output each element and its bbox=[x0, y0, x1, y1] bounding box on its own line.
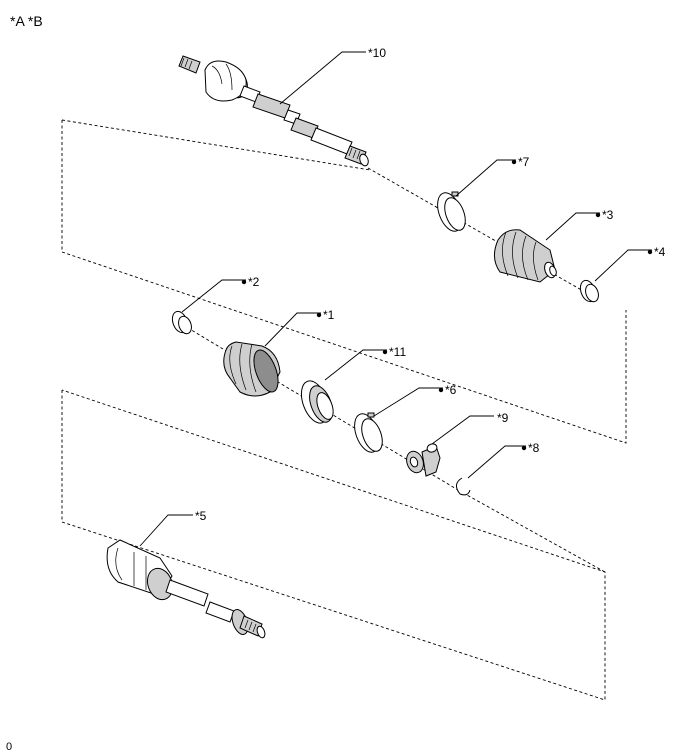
part-4-boot-clamp-small bbox=[579, 279, 599, 303]
label-p6: *6 bbox=[445, 383, 457, 397]
bullet-marker-p8 bbox=[521, 445, 527, 451]
part-2-boot-clamp bbox=[171, 310, 192, 335]
leader-p4 bbox=[594, 249, 652, 282]
leader-p2 bbox=[181, 279, 246, 313]
footer-code: 0 bbox=[6, 741, 12, 753]
label-p1: *1 bbox=[323, 308, 335, 322]
label-p7: *7 bbox=[518, 155, 530, 169]
part-7-boot-clamp bbox=[437, 191, 466, 232]
part-1-inboard-boot bbox=[223, 341, 281, 397]
leader-p5 bbox=[139, 514, 193, 547]
part-8-snap-ring bbox=[456, 477, 471, 496]
leader-p11 bbox=[324, 349, 387, 381]
header-title: *A *B bbox=[10, 13, 43, 29]
label-p5: *5 bbox=[195, 509, 207, 523]
label-p4: *4 bbox=[654, 245, 666, 259]
part-3-outboard-boot bbox=[494, 229, 557, 283]
dashed-boundary-upper bbox=[61, 119, 627, 444]
leader-p6 bbox=[373, 387, 443, 417]
bullet-marker-p11 bbox=[382, 349, 388, 355]
leader-p3 bbox=[545, 212, 600, 241]
bullet-marker-p2 bbox=[241, 279, 247, 285]
part-9-tripod-joint bbox=[406, 443, 441, 477]
part-10-drive-shaft bbox=[178, 55, 369, 167]
part-11-boot-adapter bbox=[300, 380, 334, 424]
label-p9: *9 bbox=[497, 411, 509, 425]
bullet-marker-p3 bbox=[595, 212, 601, 218]
label-p11: *11 bbox=[389, 345, 406, 359]
leader-p9 bbox=[431, 415, 494, 445]
leader-p10 bbox=[279, 51, 366, 105]
leader-p1 bbox=[264, 312, 321, 347]
leader-p7 bbox=[455, 159, 516, 197]
dashed-boundary-lower bbox=[61, 389, 606, 701]
part-6-boot-clamp bbox=[354, 412, 383, 453]
bullet-marker-p7 bbox=[511, 159, 517, 165]
leader-p8 bbox=[467, 445, 526, 479]
label-p3: *3 bbox=[602, 208, 614, 222]
label-p10: *10 bbox=[368, 46, 386, 60]
bullet-marker-p1 bbox=[316, 312, 322, 318]
bullet-marker-p4 bbox=[647, 249, 653, 255]
label-p2: *2 bbox=[248, 275, 260, 289]
label-p8: *8 bbox=[528, 441, 540, 455]
part-5-inboard-joint-shaft bbox=[106, 539, 266, 639]
bullet-marker-p6 bbox=[438, 387, 444, 393]
